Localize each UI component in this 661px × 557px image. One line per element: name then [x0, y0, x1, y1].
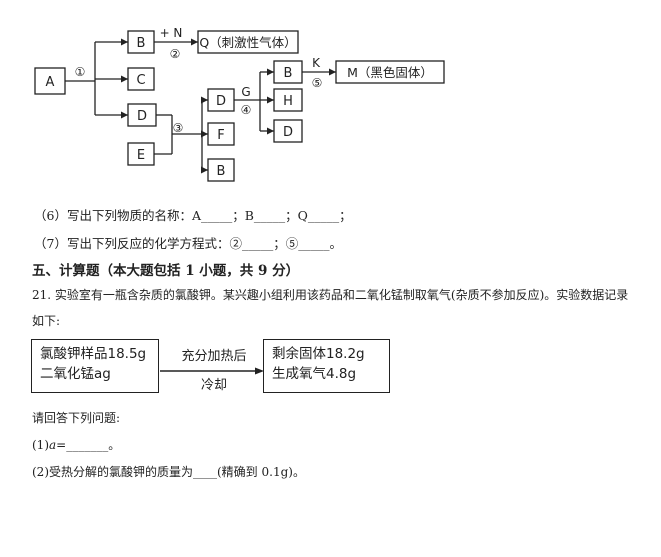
- question-6: （6）写出下列物质的名称：A_____；B_____；Q_____；: [34, 208, 352, 223]
- G-label: G: [241, 85, 250, 99]
- flow-diagram: A B C D E D F B B H D Q（刺激性气体） M（黑色固体） ①…: [34, 26, 445, 182]
- experiment-output-box: 剩余固体18.2g 生成氧气4.8g: [263, 339, 390, 393]
- sub-question-1: (1)a=_______。: [32, 436, 120, 453]
- step-5-label: ⑤: [312, 76, 323, 90]
- question-7: （7）写出下列反应的化学方程式：②_____；⑤_____。: [34, 236, 342, 251]
- step-2-label: ②: [170, 47, 181, 61]
- sub1-prefix: (1): [32, 438, 49, 452]
- node-D2: D: [216, 94, 226, 109]
- arrow-bottom-label: 冷却: [200, 378, 227, 393]
- step-4-label: ④: [241, 103, 252, 117]
- node-B3: B: [217, 164, 226, 179]
- node-D3: D: [283, 125, 293, 140]
- arrow-top-label: 充分加热后: [181, 349, 247, 364]
- reaction-arrow: [160, 367, 264, 375]
- question-21-line1: 21. 实验室有一瓶含杂质的氯酸钾。某兴趣小组利用该药品和二氧化锰制取氧气(杂质…: [32, 288, 629, 302]
- node-B2: B: [284, 66, 293, 81]
- node-F: F: [217, 128, 224, 143]
- node-H: H: [283, 94, 293, 109]
- output-line-1: 剩余固体18.2g: [272, 346, 365, 362]
- node-C: C: [136, 73, 145, 88]
- section-title: 五、计算题（本大题包括 1 小题，共 9 分）: [32, 263, 300, 279]
- node-B1: B: [137, 36, 146, 51]
- output-line-2: 生成氧气4.8g: [272, 366, 357, 382]
- sub-question-2: (2)受热分解的氯酸钾的质量为____(精确到 0.1g)。: [32, 465, 305, 479]
- step-3-label: ③: [173, 121, 184, 135]
- prompt-text: 请回答下列问题:: [32, 411, 121, 425]
- node-Q: Q（刺激性气体）: [199, 35, 296, 50]
- input-line-2: 二氧化锰ag: [40, 366, 111, 382]
- input-line-1: 氯酸钾样品18.5g: [40, 346, 147, 362]
- step-1-label: ①: [75, 65, 86, 79]
- node-M: M（黑色固体）: [347, 65, 433, 80]
- experiment-input-box: 氯酸钾样品18.5g 二氧化锰ag: [31, 339, 159, 393]
- plus-N-label: + N: [160, 26, 183, 40]
- K-label: K: [312, 56, 321, 70]
- node-A: A: [46, 75, 55, 90]
- sub1-variable: a: [49, 438, 57, 452]
- sub1-suffix: =_______。: [56, 438, 121, 452]
- node-E: E: [137, 148, 145, 163]
- node-D1: D: [137, 109, 147, 124]
- question-21-line2: 如下:: [32, 314, 61, 328]
